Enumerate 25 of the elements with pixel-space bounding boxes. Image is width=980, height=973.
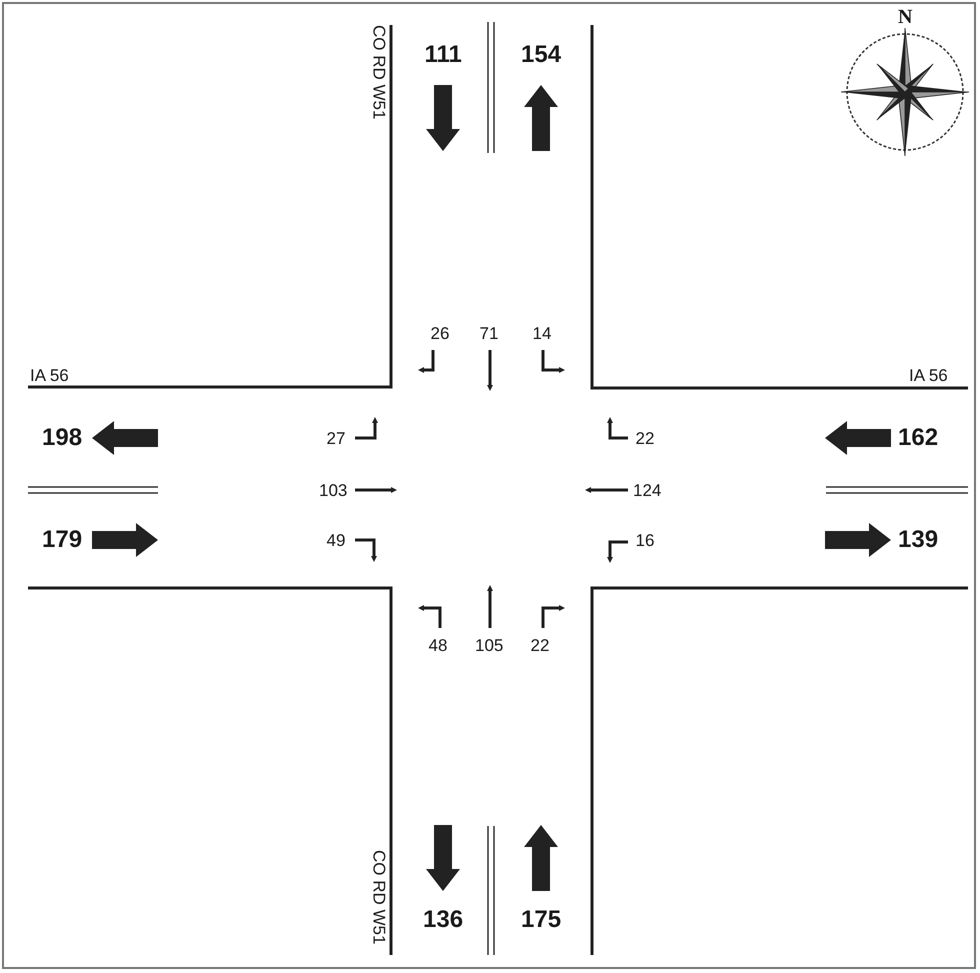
traffic-volume: 111 — [424, 43, 462, 67]
road-name: IA 56 — [909, 366, 948, 384]
turning-volume: 27 — [326, 430, 346, 446]
turning-volume: 105 — [475, 636, 504, 654]
turning-volume: 124 — [633, 482, 662, 498]
turning-volume: 26 — [430, 324, 450, 342]
traffic-volume: 179 — [42, 528, 82, 552]
traffic-volume: 139 — [898, 528, 938, 552]
turning-volume: 71 — [480, 324, 498, 342]
turning-volume: 22 — [636, 430, 654, 446]
turning-volume: 49 — [326, 532, 346, 548]
traffic-volume: 162 — [898, 426, 938, 450]
traffic-volume: 198 — [42, 426, 82, 450]
turning-volume: 48 — [428, 636, 448, 654]
traffic-volume: 136 — [423, 908, 464, 932]
road-name: CO RD W51 — [370, 25, 388, 120]
traffic-volume: 154 — [521, 43, 562, 67]
turning-volume: 14 — [532, 324, 552, 342]
road-name: CO RD W51 — [370, 850, 388, 944]
turning-volume: 103 — [319, 482, 348, 498]
turning-volume: 22 — [530, 636, 550, 654]
road-name: IA 56 — [30, 366, 69, 384]
turning-volume: 16 — [636, 532, 654, 548]
traffic-volume: 175 — [521, 908, 562, 932]
north-label: N — [898, 7, 912, 27]
